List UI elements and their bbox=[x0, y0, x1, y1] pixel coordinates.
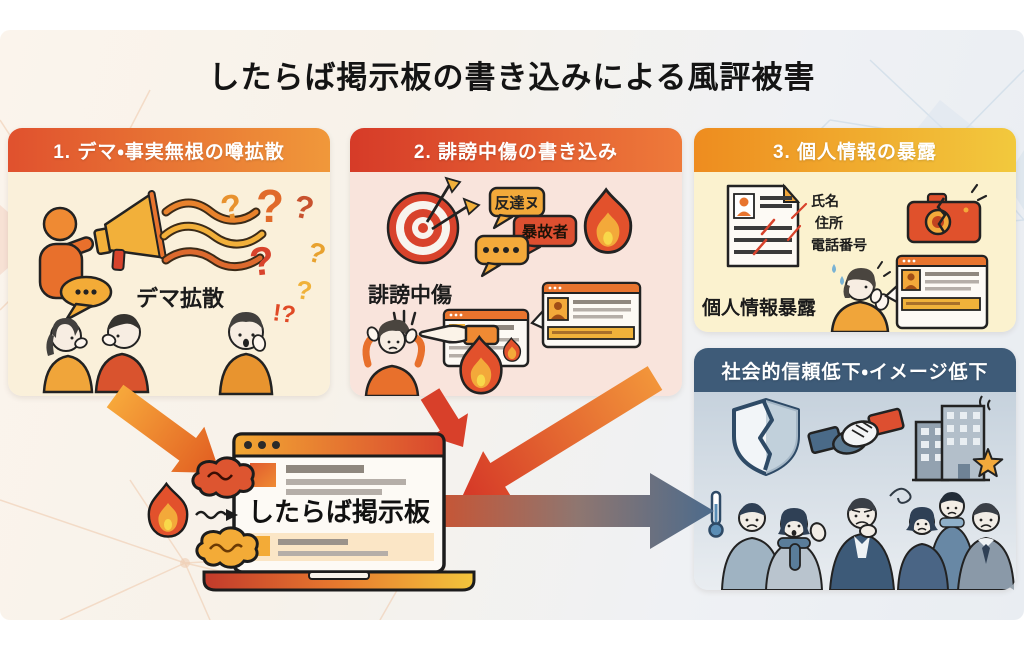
star-icon bbox=[972, 448, 1004, 478]
slander-caption: 誹謗中傷 bbox=[368, 283, 452, 307]
panel-doxxing-header: 3. 個人情報の暴露 bbox=[694, 128, 1016, 172]
broken-shield-icon bbox=[732, 398, 800, 476]
distressed-crowd-icon bbox=[720, 487, 1016, 590]
sound-wave-lines-icon bbox=[159, 198, 267, 271]
rumor-caption: デマ拡散 bbox=[136, 286, 225, 311]
whisper-speech-bubble-icon bbox=[59, 275, 113, 322]
doxxing-caption: 個人情報暴露 bbox=[701, 296, 817, 319]
surprised-person-icon: !? bbox=[218, 299, 297, 396]
doc-label-address: 住所 bbox=[814, 215, 843, 231]
dartboard-icon bbox=[386, 176, 481, 265]
insult-text-1: 反達ヌ bbox=[494, 194, 539, 212]
question-mark: ? bbox=[256, 180, 284, 232]
check-mark bbox=[752, 218, 776, 256]
flame-icon bbox=[583, 187, 633, 254]
post-thumbnail bbox=[250, 536, 270, 556]
panel-rumor-body: ? ? ? ? ? ? デマ拡散 bbox=[8, 172, 330, 396]
post-highlight-row bbox=[244, 533, 434, 561]
post-thumbnail bbox=[250, 463, 276, 487]
bulletin-board-laptop: したらば掲示板 bbox=[147, 432, 476, 592]
rumor-illustration: ? ? ? ? ? ? デマ拡散 bbox=[38, 180, 329, 396]
insult-text-2: 暴故者 bbox=[522, 222, 569, 241]
doc-label-name: 氏名 bbox=[811, 193, 839, 209]
panel-rumor: 1. デマ・事実無根の噂拡散 bbox=[8, 128, 330, 396]
board-label: したらば掲示板 bbox=[248, 497, 431, 527]
arrow-board-to-impact bbox=[438, 473, 714, 549]
id-card-window-icon bbox=[884, 254, 989, 330]
pointing-hand-icon bbox=[418, 324, 500, 346]
angry-cloud-bubble-icon bbox=[191, 456, 255, 499]
company-building-icon bbox=[912, 395, 1004, 482]
doxxing-illustration: 氏名 住所 電話番号 個人情報暴露 bbox=[701, 183, 989, 332]
network-dot bbox=[180, 558, 190, 568]
network-dot bbox=[416, 546, 424, 554]
arrow-slander-to-board bbox=[420, 388, 468, 447]
page-title: したらば掲示板の書き込みによる風評被害 bbox=[208, 60, 816, 95]
arrow-rumor-to-board bbox=[106, 384, 220, 473]
panel-rumor-header: 1. デマ・事実無根の噂拡散 bbox=[8, 128, 330, 172]
panel-doxxing-body: 氏名 住所 電話番号 個人情報暴露 bbox=[694, 172, 1016, 332]
doc-label-phone: 電話番号 bbox=[811, 237, 867, 253]
panel-slander-body: 反達ヌ 暴故者 誹謗中傷 bbox=[350, 172, 682, 396]
profile-post-window-icon bbox=[530, 281, 642, 349]
panel-impact: 社会的信頼低下・イメージ低下 bbox=[694, 348, 1016, 590]
dizzy-swirl-icon bbox=[889, 487, 912, 504]
check-mark bbox=[786, 202, 808, 242]
impact-illustration bbox=[708, 395, 1016, 590]
exclaim-mark: !? bbox=[271, 299, 297, 329]
personal-document-icon bbox=[726, 183, 801, 268]
insult-speech-bubble-2: 暴故者 bbox=[512, 214, 578, 260]
panel-slander: 2. 誹謗中傷の書き込み 反達ヌ bbox=[350, 128, 682, 396]
sweat-drop-icon bbox=[832, 264, 836, 273]
thermometer-icon bbox=[708, 490, 724, 538]
question-mark: ? bbox=[247, 239, 276, 285]
flame-icon bbox=[502, 336, 522, 362]
megaphone-icon bbox=[93, 190, 167, 272]
infographic-canvas: したらば掲示板の書き込みによる風評被害 1. デマ・事実無根の噂拡散 bbox=[0, 30, 1024, 620]
question-mark: ? bbox=[304, 236, 329, 270]
distressed-person-icon bbox=[362, 319, 425, 396]
slander-illustration: 反達ヌ 暴故者 誹謗中傷 bbox=[362, 176, 642, 396]
question-mark: ? bbox=[291, 188, 318, 227]
handshake-icon bbox=[807, 407, 905, 455]
broken-camera-icon bbox=[906, 183, 988, 244]
panel-doxxing: 3. 個人情報の暴露 氏名 住所 bbox=[694, 128, 1016, 332]
panel-impact-header: 社会的信頼低下・イメージ低下 bbox=[694, 348, 1016, 392]
panel-impact-body bbox=[694, 392, 1016, 590]
browser-window: したらば掲示板 bbox=[232, 432, 446, 574]
grumble-cloud-bubble-icon bbox=[195, 526, 259, 569]
network-lines-bottom-left bbox=[0, 479, 471, 620]
worried-person-icon bbox=[830, 261, 891, 332]
flame-icon bbox=[147, 481, 189, 538]
dots-speech-bubble-icon bbox=[474, 234, 530, 278]
whispering-people-icon bbox=[42, 314, 150, 394]
squiggle-arrow-icon bbox=[195, 509, 238, 521]
laptop-base bbox=[202, 570, 476, 592]
panel-slander-header: 2. 誹謗中傷の書き込み bbox=[350, 128, 682, 172]
question-mark: ? bbox=[294, 274, 314, 306]
sweat-drop-icon bbox=[840, 276, 844, 285]
